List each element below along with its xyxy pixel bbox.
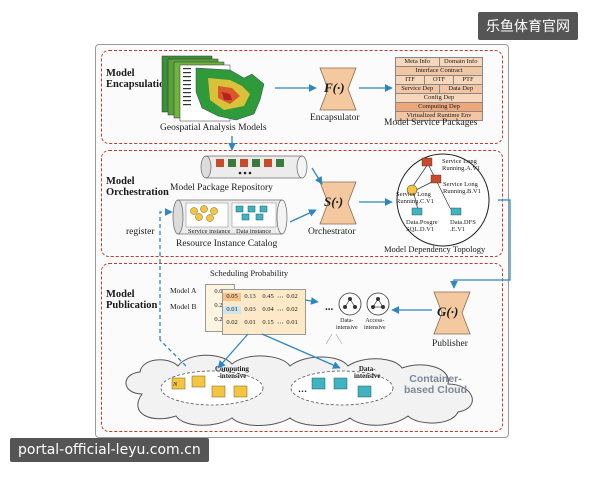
service-instance-label: Service instance bbox=[188, 228, 231, 235]
orchestrator-funnel-icon bbox=[319, 181, 357, 225]
data-intensive-node-icon bbox=[338, 292, 362, 316]
register-label: register bbox=[126, 227, 155, 237]
orchestrator-label: Orchestrator bbox=[308, 227, 356, 237]
watermark-top: 乐鱼体育官网 bbox=[478, 12, 578, 40]
svg-text:…: … bbox=[298, 384, 307, 394]
computing-intensive-group bbox=[160, 370, 264, 406]
computing-intensive-label: Computing-intensive bbox=[215, 365, 249, 380]
publisher-label: Publisher bbox=[432, 339, 468, 349]
model-a-label: Model A bbox=[170, 286, 197, 295]
watermark-bottom: portal-official-leyu.com.cn bbox=[10, 438, 209, 462]
package-repository-icon bbox=[200, 155, 308, 179]
resource-catalog-label: Resource Instance Catalog bbox=[176, 239, 278, 249]
geospatial-models-image bbox=[161, 55, 265, 122]
node-e-label: Data.DFS.E.V1 bbox=[450, 219, 476, 233]
g-function-label: G(·) bbox=[437, 304, 459, 319]
geospatial-models-label: Geospatial Analysis Models bbox=[160, 123, 267, 133]
dependency-topology-label: Model Dependency Topology bbox=[384, 244, 486, 254]
section-publication bbox=[101, 263, 503, 432]
service-packages-label: Model Service Packages bbox=[384, 118, 478, 128]
access-intensive-node-icon bbox=[366, 292, 390, 316]
encapsulator-label: Encapsulator bbox=[310, 113, 360, 123]
service-package-stack: Meta Info Domain Info Interface Contract… bbox=[395, 57, 483, 121]
s-function-label: S(·) bbox=[324, 194, 344, 209]
node-n-label: N bbox=[173, 381, 178, 388]
package-repository-label: Model Package Repository bbox=[170, 183, 273, 193]
section-title-publication: Model Publication bbox=[106, 289, 158, 311]
section-title-encapsulation: Model Encapsulation bbox=[106, 68, 171, 90]
data-intensive-group: … bbox=[290, 370, 394, 406]
data-intensive-node-label: Data-intensive bbox=[336, 318, 358, 331]
container-cloud-label: Container-based Cloud bbox=[404, 373, 468, 396]
model-b-label: Model B bbox=[170, 302, 197, 311]
publisher-funnel-icon bbox=[433, 291, 471, 335]
data-intensive-group-label: Data-intensive bbox=[354, 365, 381, 380]
section-title-orchestration: Model Orchestration bbox=[106, 176, 169, 198]
encapsulator-funnel-icon bbox=[319, 67, 357, 111]
scheduling-table: 0.05 0.13 0.45 ⋯ 0.02 0.01 0.03 0.04 ⋯ 0… bbox=[222, 289, 306, 335]
scheduling-probability-label: Scheduling Probability bbox=[210, 268, 289, 278]
access-intensive-node-label: Access-intensive bbox=[364, 318, 386, 331]
resource-catalog-icon bbox=[172, 199, 288, 235]
data-instance-label: Data instance bbox=[236, 228, 272, 235]
section-encapsulation bbox=[101, 50, 503, 144]
f-function-label: F(·) bbox=[324, 80, 345, 95]
ellipsis-icon: ... bbox=[325, 301, 334, 313]
